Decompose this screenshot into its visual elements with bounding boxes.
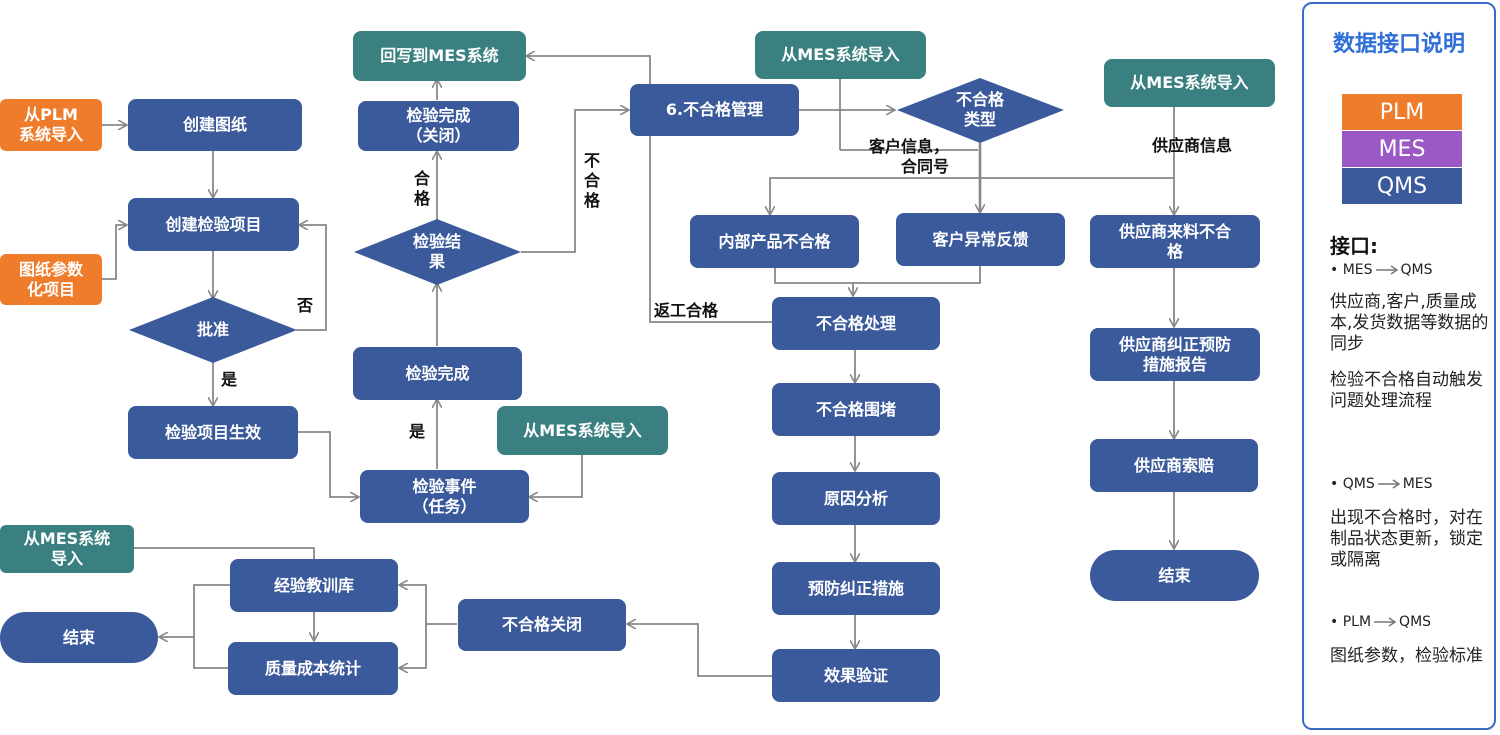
supplier-claim-box: 供应商索赔 <box>1090 439 1258 492</box>
label-yes-done: 是 <box>409 422 426 441</box>
bullet-from: QMS <box>1342 476 1375 492</box>
customer-feedback-box: 客户异常反馈 <box>896 213 1065 266</box>
nc-management-box: 6.不合格管理 <box>630 84 799 136</box>
item-effective-box: 检验项目生效 <box>128 406 298 459</box>
label-supplier-info: 供应商信息 <box>1152 136 1233 155</box>
arrow-effective-to-event <box>298 431 358 497</box>
arrow-cost-to-end <box>193 637 230 669</box>
legend-title: 数据接口说明 <box>1332 32 1465 57</box>
inspection-done-box: 检验完成 <box>353 347 522 400</box>
bullet-from: PLM <box>1342 614 1372 630</box>
arrow-internal-to-handling <box>774 268 853 295</box>
label-pass: 合格 <box>413 169 430 208</box>
inspection-result-label: 检验结 果 <box>412 232 461 271</box>
arrow-right-icon <box>1375 265 1398 275</box>
inspection-result-diamond <box>354 219 521 285</box>
nc-type-diamond <box>897 78 1064 143</box>
arrow-right-icon <box>1374 617 1397 627</box>
arrow-params-to-item <box>102 225 126 280</box>
approve-label: 批准 <box>196 320 229 339</box>
effect-verify-box: 效果验证 <box>772 649 940 702</box>
corrective-action-box: 预防纠正措施 <box>772 562 940 615</box>
legend-qms: QMS <box>1342 168 1462 204</box>
import-plm-box: 从PLM 系统导入 <box>0 99 102 151</box>
import-mes-event-box: 从MES系统导入 <box>497 406 668 455</box>
inspection-done-closed-box: 检验完成 （关闭） <box>358 101 519 151</box>
arrow-close-to-cost <box>400 624 427 668</box>
interface-legend-panel: 数据接口说明 PLM MES QMS 接口: • MES QMS 供应商,客户,… <box>1302 2 1496 730</box>
bullet-dot: • <box>1330 614 1343 630</box>
label-customer-info: 客户信息， 合同号 <box>869 137 950 176</box>
bullet-desc2: 检验不合格自动触发问题处理流程 <box>1330 370 1483 411</box>
bullet-dot: • <box>1330 262 1343 278</box>
root-cause-box: 原因分析 <box>772 472 940 525</box>
nc-containment-box: 不合格围堵 <box>772 383 940 436</box>
nc-handling-box: 不合格处理 <box>772 297 940 350</box>
nc-close-box: 不合格关闭 <box>458 599 626 651</box>
quality-cost-box: 质量成本统计 <box>228 642 398 695</box>
label-rework-pass: 返工合格 <box>654 301 719 320</box>
arrow-approve-no <box>296 225 327 331</box>
label-no: 否 <box>297 296 314 315</box>
bullet-mes-qms: • MES QMS <box>1330 262 1433 278</box>
create-inspection-item-box: 创建检验项目 <box>128 198 299 251</box>
writeback-mes-box: 回写到MES系统 <box>353 31 526 81</box>
bullet-to: QMS <box>1400 262 1433 278</box>
import-mes-right-box: 从MES系统导入 <box>1104 59 1275 107</box>
import-mes-bottom-box: 从MES系统 导入 <box>0 525 134 573</box>
arrow-rework-to-writeback <box>527 56 772 323</box>
arrow-type-to-internal <box>770 177 1174 214</box>
bullet-to: QMS <box>1399 614 1432 630</box>
bullet-dot: • <box>1330 476 1343 492</box>
arrow-close-to-lessons <box>400 585 457 625</box>
bullet-plm-qms: • PLM QMS <box>1330 614 1431 630</box>
create-drawing-box: 创建图纸 <box>128 99 302 151</box>
inspection-event-box: 检验事件 （任务） <box>360 470 529 523</box>
arrow-lessons-to-end <box>160 584 230 637</box>
nc-type-label: 不合格 类型 <box>955 90 1004 129</box>
interface-heading: 接口: <box>1330 234 1378 258</box>
label-yes-approve: 是 <box>221 370 238 389</box>
arrow-result-fail <box>521 110 628 253</box>
lessons-db-box: 经验教训库 <box>230 559 398 612</box>
approve-diamond <box>129 297 297 363</box>
label-fail: 不合格 <box>583 151 600 210</box>
bullet-desc: 图纸参数，检验标准 <box>1330 646 1483 666</box>
arrow-right-icon <box>1377 479 1401 489</box>
bullet-desc: 出现不合格时，对在制品状态更新，锁定或隔离 <box>1330 508 1483 570</box>
drawing-params-box: 图纸参数 化项目 <box>0 254 102 305</box>
bullet-from: MES <box>1342 262 1373 278</box>
end-left-box: 结束 <box>0 612 158 663</box>
bullet-desc: 供应商,客户,质量成本,发货数据等数据的同步 <box>1330 292 1489 354</box>
end-right-box: 结束 <box>1090 550 1259 601</box>
arrow-mes-to-event <box>530 455 583 497</box>
supplier-capa-box: 供应商纠正预防 措施报告 <box>1090 328 1260 381</box>
arrow-feedback-to-handling <box>853 266 981 284</box>
bullet-to: MES <box>1402 476 1433 492</box>
legend-mes: MES <box>1342 131 1462 167</box>
legend-plm: PLM <box>1342 94 1462 130</box>
internal-nc-box: 内部产品不合格 <box>690 215 859 268</box>
supplier-nc-box: 供应商来料不合 格 <box>1090 215 1260 268</box>
arrow-verify-to-close <box>628 624 772 677</box>
import-mes-top-box: 从MES系统导入 <box>755 31 926 79</box>
bullet-qms-mes: • QMS MES <box>1330 476 1433 492</box>
